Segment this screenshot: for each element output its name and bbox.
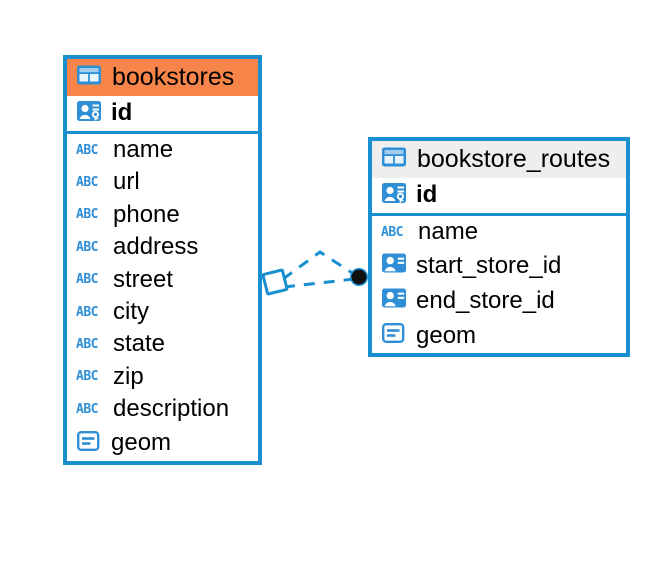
abc-text-icon-label: ABC — [76, 337, 98, 353]
field-row[interactable]: geom — [372, 318, 626, 353]
abc-text-icon: ABC — [76, 365, 104, 389]
entity-header-bookstore-routes[interactable]: bookstore_routes — [372, 141, 626, 178]
abc-text-icon-label: ABC — [76, 272, 98, 288]
table-grid-icon — [381, 146, 407, 173]
field-label: city — [113, 297, 149, 325]
field-row[interactable]: id — [372, 178, 626, 216]
field-label: geom — [111, 428, 172, 456]
abc-text-icon: ABC — [76, 171, 104, 195]
field-row[interactable]: geom — [67, 426, 258, 461]
abc-text-icon-label: ABC — [76, 207, 98, 223]
field-row[interactable]: ABC state — [67, 328, 258, 360]
field-label: phone — [113, 200, 180, 228]
field-row[interactable]: ABC street — [67, 264, 258, 296]
abc-text-icon-label: ABC — [76, 369, 98, 385]
field-label: id — [111, 99, 133, 127]
field-label: zip — [113, 362, 144, 390]
field-row[interactable]: start_store_id — [372, 248, 626, 283]
abc-text-icon-label: ABC — [76, 175, 98, 191]
abc-text-icon: ABC — [76, 268, 104, 292]
primary-key-icon — [381, 181, 407, 210]
abc-text-icon-label: ABC — [76, 142, 98, 158]
field-row[interactable]: ABC url — [67, 166, 258, 198]
abc-text-icon: ABC — [76, 397, 104, 421]
field-label: url — [113, 168, 140, 196]
entity-title-bookstores: bookstores — [112, 63, 235, 92]
field-row[interactable]: id — [67, 96, 258, 134]
abc-text-icon-label: ABC — [76, 304, 98, 320]
abc-text-icon-label: ABC — [381, 224, 403, 240]
abc-text-icon: ABC — [76, 235, 104, 259]
geometry-icon — [381, 321, 407, 350]
field-row[interactable]: ABC description — [67, 393, 258, 425]
field-row[interactable]: ABC zip — [67, 361, 258, 393]
table-grid-icon — [76, 64, 102, 91]
geometry-icon — [76, 429, 102, 458]
field-row[interactable]: ABC phone — [67, 199, 258, 231]
abc-text-icon: ABC — [76, 203, 104, 227]
field-label: name — [418, 218, 479, 245]
field-row[interactable]: ABC address — [67, 231, 258, 263]
abc-text-icon: ABC — [76, 138, 104, 162]
relationship-line-lower[interactable] — [283, 277, 355, 289]
abc-text-icon-label: ABC — [76, 239, 98, 255]
field-label: street — [113, 265, 174, 293]
field-label: description — [113, 395, 230, 423]
entity-header-bookstores[interactable]: bookstores — [67, 59, 258, 96]
field-row[interactable]: ABC name — [372, 216, 626, 248]
entity-bookstores[interactable]: bookstores id ABC — [63, 55, 262, 465]
relationship-line-upper[interactable] — [282, 250, 358, 281]
abc-text-icon: ABC — [76, 333, 104, 357]
field-label: geom — [416, 321, 477, 349]
entity-title-bookstore-routes: bookstore_routes — [417, 145, 611, 174]
field-row[interactable]: ABC city — [67, 296, 258, 328]
abc-text-icon: ABC — [76, 300, 104, 324]
primary-key-icon — [76, 99, 102, 128]
foreign-key-icon — [381, 286, 407, 315]
field-label: end_store_id — [416, 286, 555, 314]
abc-text-icon: ABC — [381, 220, 409, 244]
field-row[interactable]: end_store_id — [372, 283, 626, 318]
abc-text-icon-label: ABC — [76, 401, 98, 417]
diamond-endpoint[interactable] — [261, 268, 289, 296]
field-label: name — [113, 136, 174, 163]
field-label: id — [416, 181, 438, 209]
field-label: address — [113, 233, 199, 261]
entity-bookstore-routes[interactable]: bookstore_routes id ABC — [368, 137, 630, 358]
circle-endpoint[interactable] — [350, 268, 368, 286]
field-label: start_store_id — [416, 251, 562, 279]
field-row[interactable]: ABC name — [67, 134, 258, 166]
field-label: state — [113, 330, 166, 358]
foreign-key-icon — [381, 251, 407, 280]
